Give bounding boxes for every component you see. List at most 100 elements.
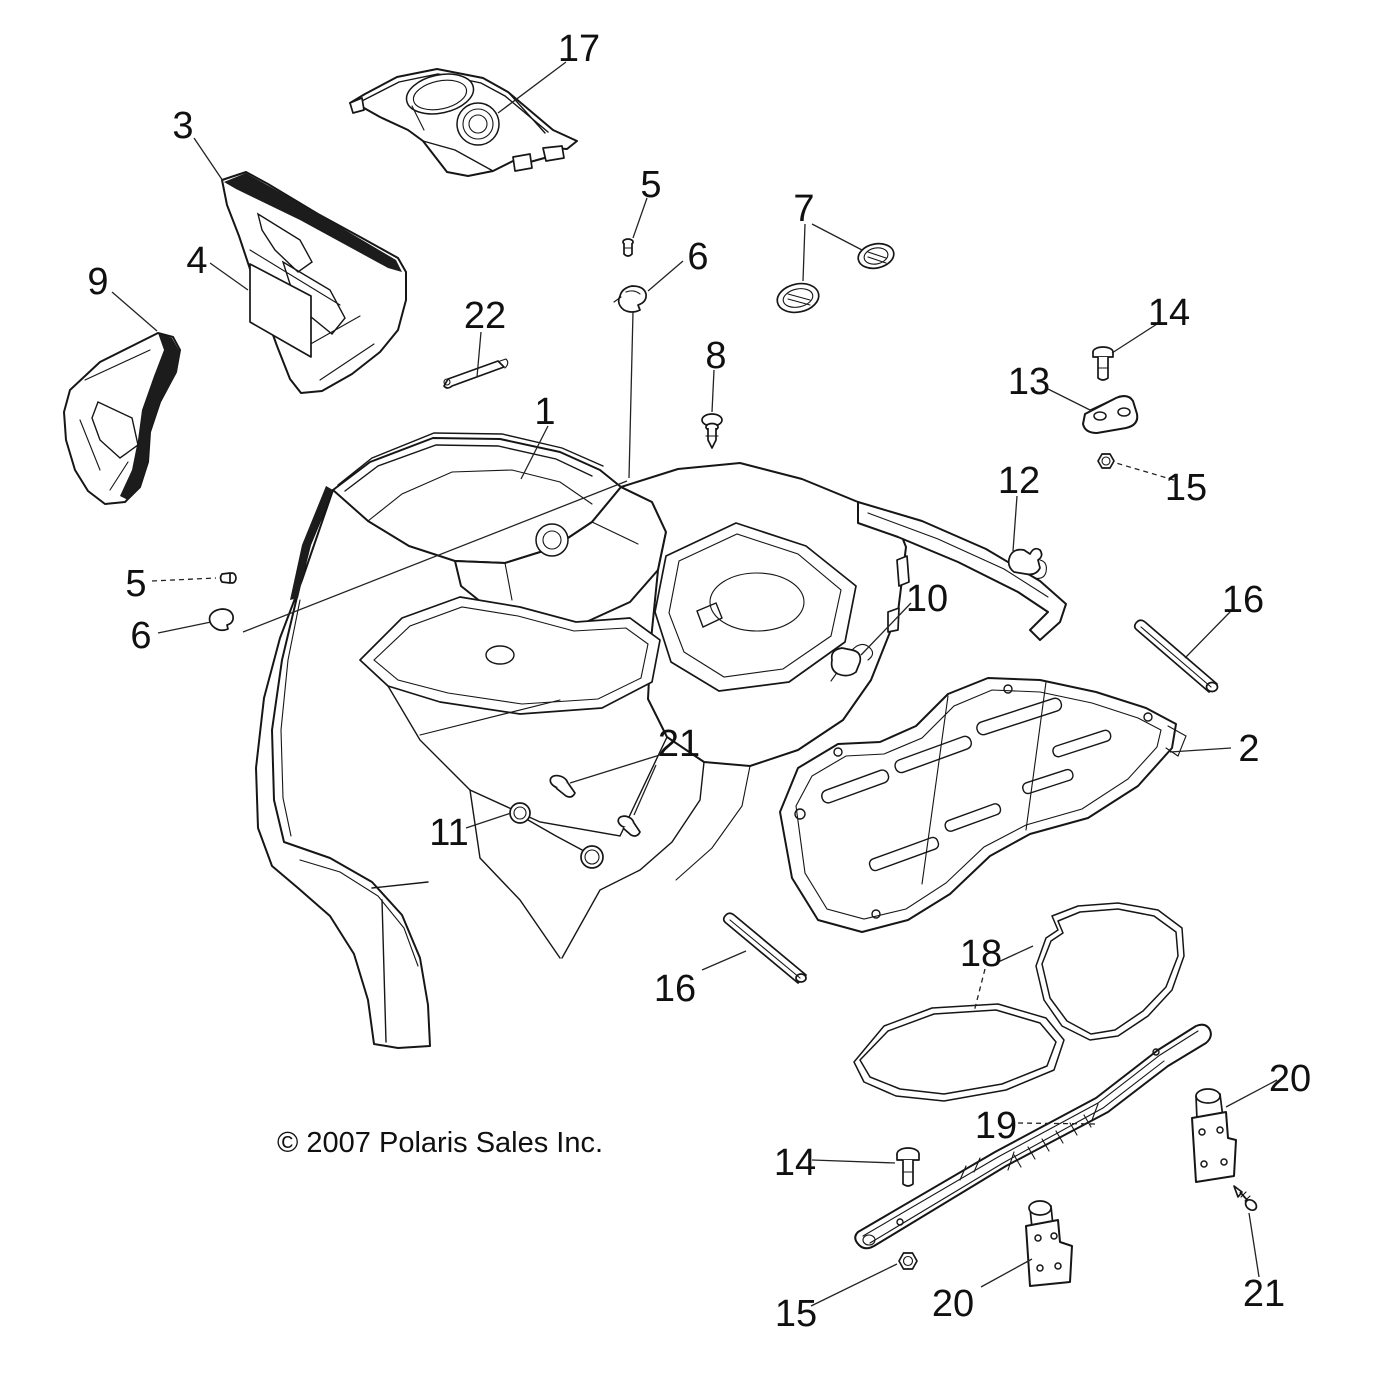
part-14-bolt-lower (896, 1147, 920, 1187)
part-14-bolt-top (1092, 346, 1114, 381)
leader-line-7 (811, 223, 863, 251)
leader-clip6-to-body (628, 311, 634, 479)
part-9-side-panel-left (63, 332, 181, 505)
callout-6-5: 6 (687, 236, 708, 278)
leader-line-14 (811, 1159, 896, 1164)
part-1-front-cab (255, 432, 1067, 1049)
part-4-decal (249, 263, 312, 358)
rim-tab (887, 607, 900, 633)
callout-4-2: 4 (186, 240, 207, 282)
leader-line-21 (633, 764, 657, 816)
part-20-bracket-lower (1025, 1200, 1073, 1287)
callout-19-23: 19 (975, 1105, 1017, 1147)
rim-tab (896, 555, 910, 587)
part-18-seal-lower (853, 1003, 1065, 1102)
callout-1-13: 1 (534, 391, 555, 433)
callout-7-6: 7 (793, 188, 814, 230)
part-10-spring-clip (830, 643, 874, 682)
leader-line-6 (647, 260, 684, 292)
part-22-link-rod (443, 358, 509, 389)
part-12-clip (1007, 547, 1047, 579)
leader-line-21 (1248, 1212, 1260, 1278)
part-5-screw-top (622, 238, 634, 257)
right-flare (857, 501, 1067, 641)
callout-5-14: 5 (125, 563, 146, 605)
leader-line-6 (157, 621, 212, 634)
leader-line-16 (1184, 610, 1232, 659)
leader-line-11 (465, 812, 512, 829)
callout-6-15: 6 (130, 615, 151, 657)
copyright-text: © 2007 Polaris Sales Inc. (277, 1127, 603, 1159)
part-21-bolt-a (549, 774, 576, 798)
leader-line-22 (476, 331, 482, 378)
leader-line-8 (711, 369, 715, 413)
leader-clip6b-to-body (242, 480, 628, 633)
pod-hole (535, 523, 569, 557)
bin-recess (709, 572, 805, 632)
part-6-clip-left (208, 480, 628, 633)
callout-13-10: 13 (1008, 361, 1050, 403)
callout-8-8: 8 (705, 335, 726, 377)
leader-line-21 (569, 753, 664, 784)
callout-5-4: 5 (640, 164, 661, 206)
callout-15-11: 15 (1165, 467, 1207, 509)
leader-line-20 (1225, 1079, 1278, 1108)
part-6-clip-top (613, 285, 647, 479)
leader-line-17 (497, 61, 567, 114)
callout-20-27: 20 (932, 1283, 974, 1325)
part-2-front-rack (779, 677, 1187, 933)
leader-line-5 (632, 197, 648, 239)
part-7-cap-b (857, 242, 895, 270)
callout-9-3: 9 (87, 261, 108, 303)
bin-slot (696, 602, 723, 628)
leader-line-15 (810, 1263, 898, 1307)
leader-line-9 (111, 291, 158, 332)
right-bin-rim (654, 522, 857, 692)
callout-21-19: 21 (658, 723, 700, 765)
callout-21-26: 21 (1243, 1273, 1285, 1315)
leader-line-13 (1047, 388, 1093, 412)
leader-line-1 (520, 425, 549, 480)
tab (349, 97, 365, 114)
callout-17-0: 17 (558, 28, 600, 70)
leader-line-3 (193, 137, 224, 182)
callout-2-18: 2 (1238, 728, 1259, 770)
leader-line-18 (995, 945, 1034, 964)
callout-14-9: 14 (1148, 292, 1190, 334)
leader-line-4 (209, 262, 249, 291)
callout-15-28: 15 (775, 1293, 817, 1335)
part-21-screw-c (1233, 1185, 1258, 1212)
leader-line-12 (1012, 495, 1018, 552)
tab (542, 145, 565, 162)
leader-line-16 (701, 950, 747, 971)
callout-22-7: 22 (464, 295, 506, 337)
leader-line-10 (860, 602, 912, 656)
part-21-bolt-b (617, 815, 641, 837)
part-20-bracket-right (1191, 1088, 1237, 1183)
leader-line-19 (1017, 1122, 1096, 1125)
callout-3-1: 3 (172, 105, 193, 147)
leader-line-18 (973, 968, 986, 1013)
callout-16-17: 16 (1222, 579, 1264, 621)
part-7-cap-a (776, 282, 820, 314)
leader-line-5 (151, 577, 217, 582)
callout-10-16: 10 (906, 578, 948, 620)
part-15-nut-top (1097, 453, 1115, 469)
callout-11-20: 11 (429, 812, 468, 854)
callout-20-25: 20 (1269, 1058, 1311, 1100)
callout-18-22: 18 (960, 933, 1002, 975)
part-15-nut-lower (898, 1252, 918, 1270)
part-11-tether (509, 802, 604, 869)
part-16-rod-upper (1133, 619, 1219, 693)
part-18-seal-upper (1035, 902, 1185, 1041)
callout-12-12: 12 (998, 460, 1040, 502)
part-19-brace-tube (854, 1023, 1212, 1250)
callout-16-21: 16 (654, 968, 696, 1010)
part-17-tank-cover (349, 68, 578, 177)
part-16-rod-lower (722, 912, 807, 984)
leader-line-2 (1169, 747, 1232, 753)
part-3-side-panel-right (221, 171, 407, 394)
